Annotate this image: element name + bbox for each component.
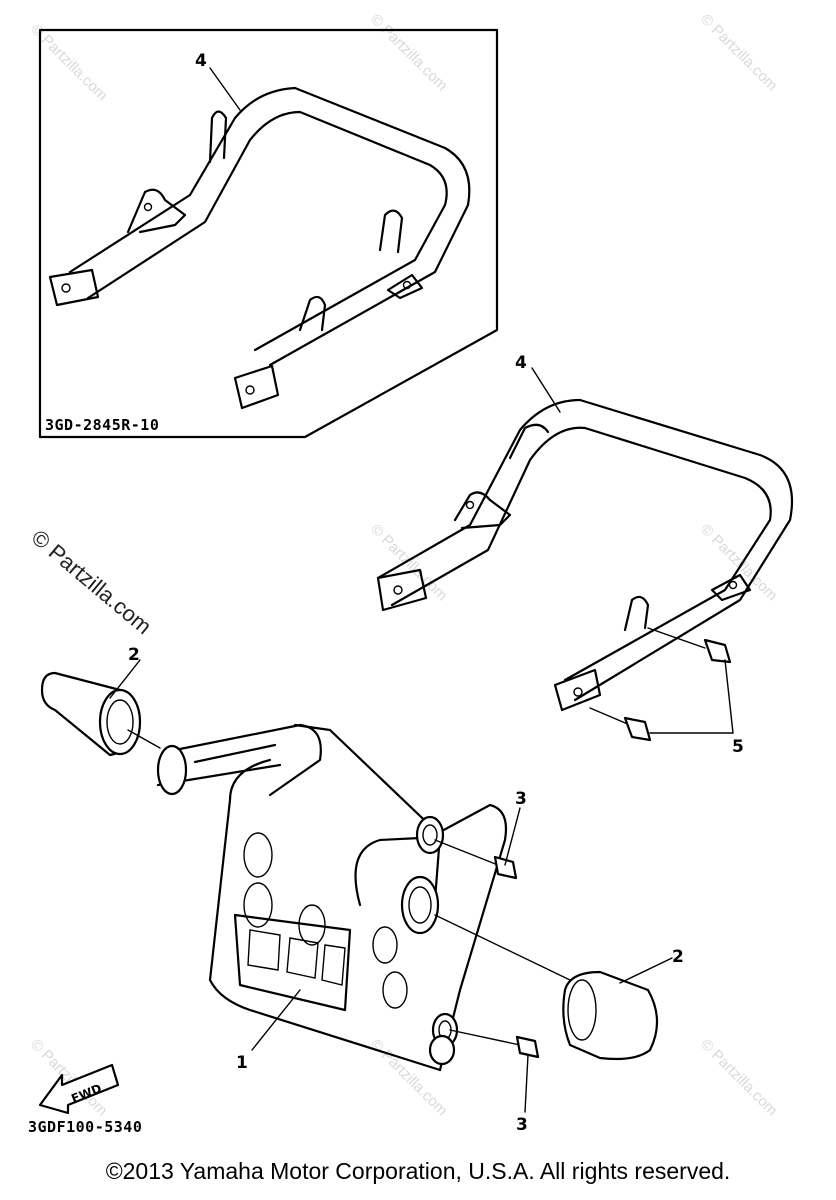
- watermark-2: © Partzilla.com: [367, 11, 450, 94]
- callout-3-bottom: 3: [516, 1115, 528, 1135]
- bolts-3: 3 3: [434, 789, 540, 1135]
- copyright-notice: ©2013 Yamaha Motor Corporation, U.S.A. A…: [105, 1158, 731, 1184]
- watermark-main: © Partzilla.com: [27, 525, 157, 639]
- watermark-5: © Partzilla.com: [697, 521, 780, 604]
- callout-1: 1: [236, 1053, 248, 1073]
- watermark-layer: © Partzilla.com © Partzilla.com © Partzi…: [27, 11, 780, 1119]
- callout-4-inset: 4: [195, 51, 207, 71]
- callout-3-top: 3: [515, 789, 527, 809]
- grab-bar: 4: [376, 353, 794, 712]
- bolts-5: 5: [589, 627, 744, 757]
- bumper: 1: [156, 723, 508, 1073]
- callout-5: 5: [732, 737, 744, 757]
- watermark-8: © Partzilla.com: [697, 1036, 780, 1119]
- callout-2-right: 2: [672, 947, 684, 967]
- inset-part-code: 3GD-2845R-10: [45, 416, 159, 434]
- watermark-3: © Partzilla.com: [697, 11, 780, 94]
- diagram-part-code: 3GDF100-5340: [28, 1118, 142, 1136]
- callout-2-left: 2: [128, 645, 140, 665]
- inset-box: 3GD-2845R-10 4: [38, 28, 499, 439]
- end-cap-right: 2: [434, 914, 684, 1061]
- callout-4-main: 4: [515, 353, 527, 373]
- end-cap-left: 2: [40, 645, 161, 757]
